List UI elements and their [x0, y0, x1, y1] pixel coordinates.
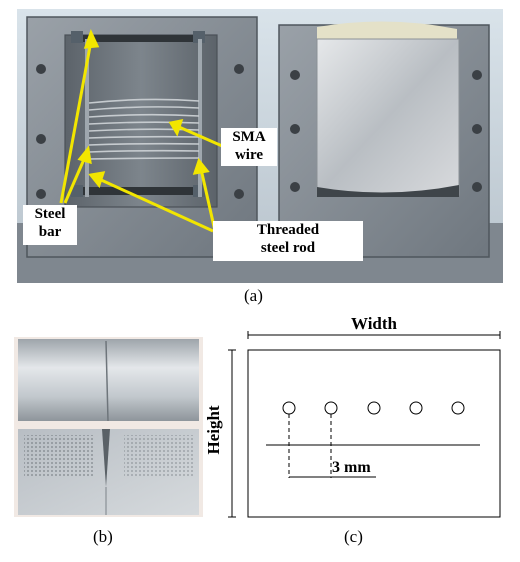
- hole: [367, 401, 381, 415]
- panel-a-photo: SMA wire Steel bar Threaded steel rod: [17, 9, 503, 283]
- steel-bar-label-line2: bar: [38, 224, 62, 240]
- hole: [282, 401, 296, 415]
- annotation-arrows: [59, 29, 230, 233]
- panel-b-photo: [14, 337, 203, 517]
- threaded-rod-label-line2: steel rod: [260, 240, 316, 256]
- sma-wire-label-line2: wire: [234, 147, 264, 163]
- panel-c-schematic: Width Height 3 mm: [204, 314, 501, 518]
- width-label: Width: [351, 314, 398, 333]
- hole: [324, 401, 338, 415]
- sma-wire-label-line1: SMA: [232, 129, 266, 145]
- spacing-label: 3 mm: [332, 459, 371, 476]
- bottom-steel-bar: [75, 187, 203, 195]
- mold-photo-graphic: [17, 9, 503, 283]
- right-mold: [278, 21, 490, 258]
- sma-wire-label: SMA wire: [221, 128, 277, 166]
- cast-specimen: [316, 38, 460, 196]
- caption-a: (a): [244, 286, 263, 305]
- specimen-outline: [247, 349, 501, 518]
- steel-bar-label: Steel bar: [23, 205, 77, 245]
- height-label: Height: [204, 405, 223, 454]
- caption-b: (b): [93, 527, 113, 546]
- specimen-photo-graphic: [14, 337, 203, 517]
- hole: [451, 401, 465, 415]
- top-steel-bar: [75, 35, 203, 42]
- cylinder-specimen: [18, 339, 199, 421]
- hole-row: [282, 401, 465, 415]
- steel-bar-label-line1: Steel: [34, 206, 66, 222]
- threaded-rod-label-line1: Threaded: [256, 222, 320, 238]
- threaded-rod-label: Threaded steel rod: [213, 221, 363, 261]
- hole: [409, 401, 423, 415]
- caption-c: (c): [344, 527, 363, 546]
